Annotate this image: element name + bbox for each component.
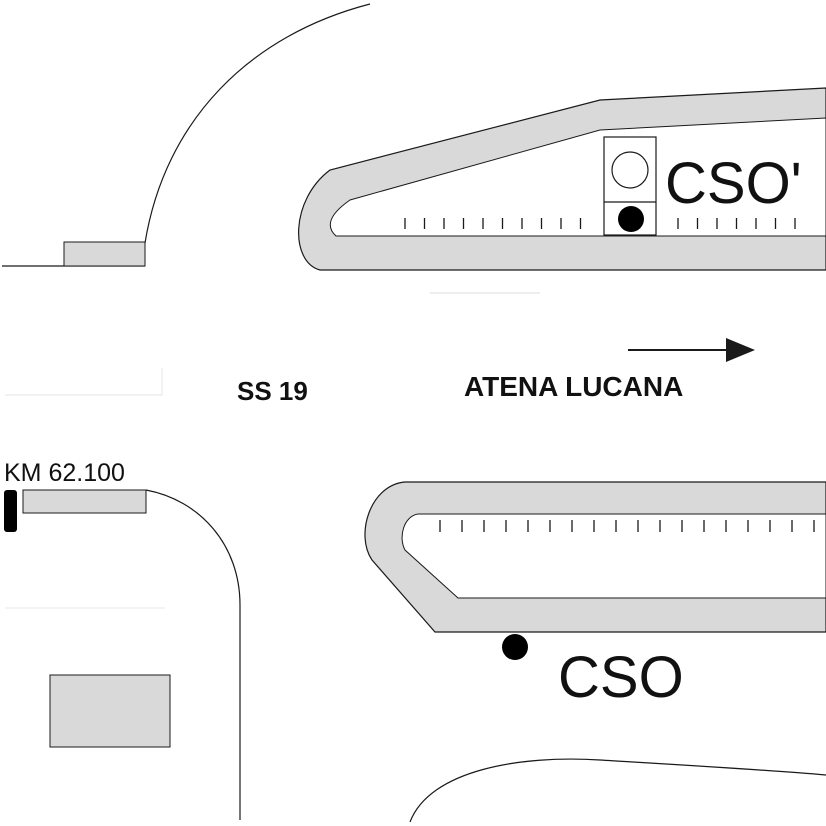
curb-bottom-left — [145, 489, 241, 820]
building-bottom-left — [49, 674, 171, 748]
tick-marks-top — [404, 218, 796, 229]
direction-label: ATENA LUCANA — [464, 371, 683, 402]
building-km-marker — [22, 489, 147, 514]
km-marker-post — [4, 490, 17, 532]
tick-marks-bottom — [439, 520, 815, 532]
traffic-island-bottom-inner — [401, 513, 826, 599]
road-name-label: SS 19 — [237, 376, 308, 406]
curb-top-left — [144, 3, 371, 244]
faint-line — [5, 368, 163, 396]
filled-circle-icon — [618, 206, 644, 232]
km-marker-label: KM 62.100 — [4, 459, 125, 487]
station-label-top: CSO' — [665, 151, 802, 216]
hollow-circle-icon — [611, 151, 649, 189]
curb-bottom-right — [409, 758, 826, 823]
traffic-island-top-inner — [329, 117, 826, 237]
station-label-bottom: CSO — [558, 645, 684, 710]
arrow-right-icon — [628, 338, 755, 362]
building-top-left — [63, 241, 146, 267]
filled-circle-icon — [502, 634, 528, 660]
